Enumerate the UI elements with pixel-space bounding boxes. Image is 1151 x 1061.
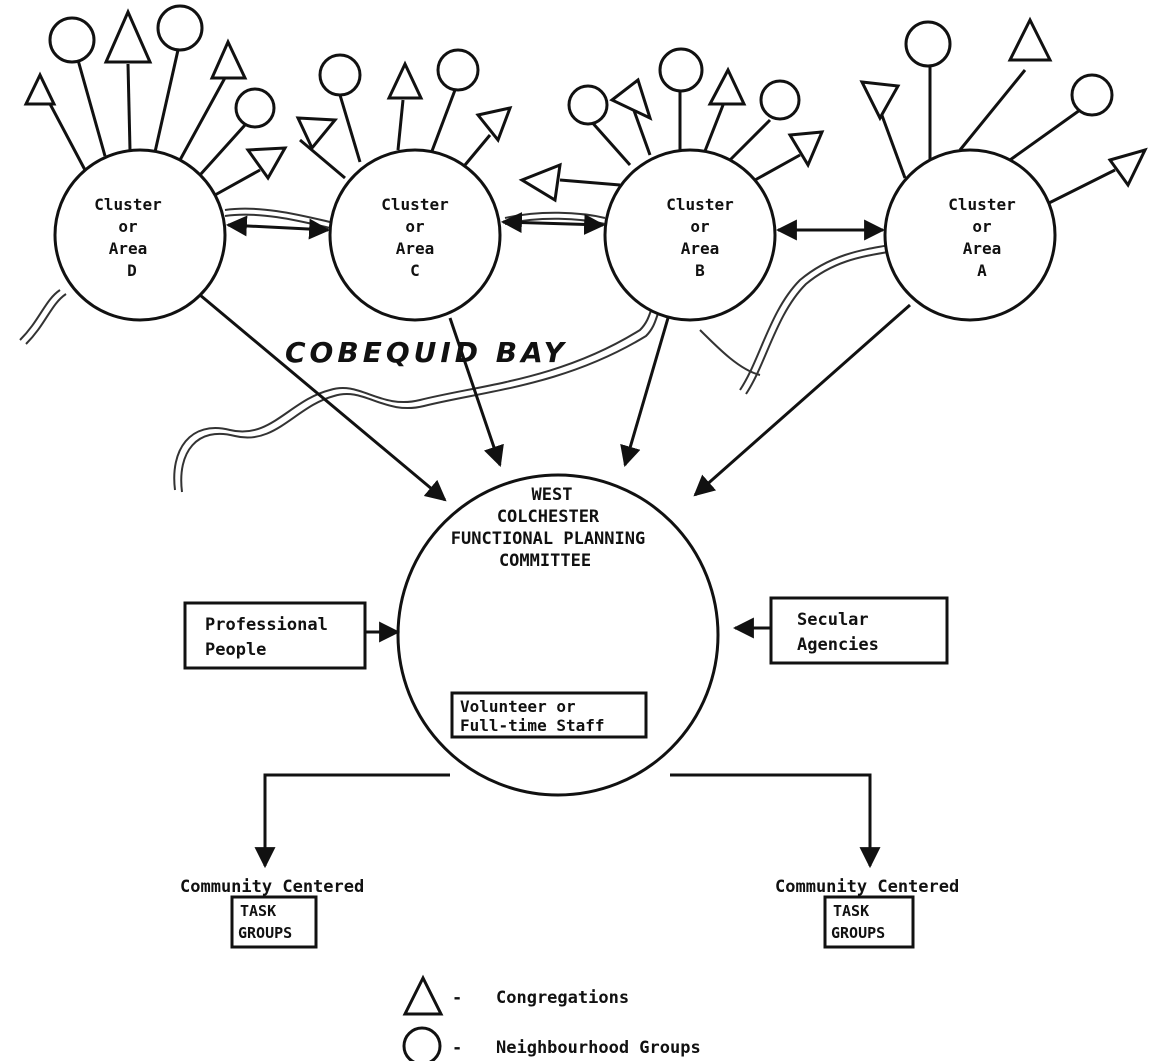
cluster-label-line: or [405, 217, 424, 236]
congregation-icon [23, 71, 57, 106]
congregation-icon [245, 146, 288, 181]
task-group-box-line: GROUPS [831, 924, 885, 942]
committee-label: WEST COLCHESTER FUNCTIONAL PLANNING COMM… [451, 485, 645, 571]
committee-label-line: FUNCTIONAL PLANNING [451, 529, 645, 549]
neighbourhood-group-icon [48, 16, 96, 64]
cluster-a-circle [883, 148, 1057, 322]
legend-label-congregations: Congregations [496, 988, 629, 1008]
secular-box-line: Secular [797, 610, 869, 630]
congregation-icon [1107, 147, 1148, 188]
legend: - Congregations - Neighbourhood Groups [402, 974, 701, 1061]
neighbourhood-group-icon [318, 53, 362, 97]
cluster-links [225, 212, 886, 241]
neighbourhood-group-icon [658, 47, 704, 93]
staff-box-line: Volunteer or [460, 697, 576, 716]
neighbourhood-group-icon [904, 20, 952, 68]
congregation-icon [609, 77, 653, 121]
cluster-id: B [695, 261, 705, 280]
cluster-d-spokes [23, 4, 288, 197]
cluster-c-circle [328, 148, 502, 322]
cluster-id: C [410, 261, 420, 280]
cluster-label-line: Area [109, 239, 148, 258]
task-group-box [823, 895, 915, 949]
bay-label: COBEQUID BAY [285, 336, 568, 369]
cluster-label-line: Cluster [94, 195, 161, 214]
legend-dash: - [452, 988, 462, 1008]
committee-label-line: WEST [532, 485, 573, 505]
neighbourhood-group-icon [402, 1026, 442, 1061]
neighbourhood-group-icon [759, 79, 801, 121]
legend-dash: - [452, 1038, 462, 1058]
task-group-box-line: TASK [833, 902, 869, 920]
cluster-label-line: or [972, 217, 991, 236]
congregation-icon [475, 105, 513, 143]
legend-label-neighbourhood-groups: Neighbourhood Groups [496, 1038, 701, 1058]
secular-box-line: Agencies [797, 635, 879, 655]
cluster-label-line: or [690, 217, 709, 236]
cluster-label-line: Area [396, 239, 435, 258]
professional-box-line: People [205, 640, 266, 660]
cluster-label-line: or [118, 217, 137, 236]
task-group-box [230, 895, 318, 949]
congregation-icon [518, 162, 562, 203]
task-group-heading: Community Centered [775, 877, 959, 897]
congregation-icon [209, 38, 248, 80]
cluster-a-spokes [859, 16, 1148, 207]
committee-label-line: COMMITTEE [499, 551, 591, 571]
cluster-d-circle [53, 148, 227, 322]
cluster-label-line: Area [963, 239, 1002, 258]
congregation-icon [707, 66, 747, 106]
neighbourhood-group-icon [156, 4, 204, 52]
congregation-icon [787, 130, 825, 169]
cluster-label-line: Cluster [666, 195, 733, 214]
cluster-label-line: Area [681, 239, 720, 258]
congregation-icon [386, 60, 424, 100]
cluster-b-spokes [518, 47, 825, 203]
committee-label-line: COLCHESTER [497, 507, 600, 527]
cluster-d-label: Cluster or Area D [94, 195, 161, 280]
task-group-box-line: GROUPS [238, 924, 292, 942]
congregation-icon [859, 80, 901, 122]
congregation-icon [295, 116, 339, 151]
cluster-b-circle [603, 148, 777, 322]
cluster-to-committee-arrows [199, 293, 911, 502]
cluster-id: D [127, 261, 137, 280]
congregation-icon [103, 8, 153, 64]
cluster-a-label: Cluster or Area A [948, 195, 1015, 280]
congregation-icon [1007, 16, 1053, 62]
staff-box [450, 691, 648, 739]
cluster-c-spokes [295, 48, 513, 180]
task-group-connectors [254, 773, 881, 869]
cluster-id: A [977, 261, 987, 280]
congregation-icon [402, 974, 444, 1016]
neighbourhood-group-icon [1070, 73, 1114, 117]
cluster-label-line: Cluster [381, 195, 448, 214]
professional-box [183, 601, 367, 670]
task-group-heading: Community Centered [180, 877, 364, 897]
professional-box-line: Professional [205, 615, 328, 635]
neighbourhood-group-icon [436, 48, 480, 92]
neighbourhood-group-icon [234, 87, 276, 129]
cluster-label-line: Cluster [948, 195, 1015, 214]
secular-box [769, 596, 949, 665]
cluster-b-label: Cluster or Area B [666, 195, 733, 280]
neighbourhood-group-icon [567, 84, 609, 126]
cluster-c-label: Cluster or Area C [381, 195, 448, 280]
task-group-box-line: TASK [240, 902, 276, 920]
staff-box-line: Full-time Staff [460, 716, 605, 735]
